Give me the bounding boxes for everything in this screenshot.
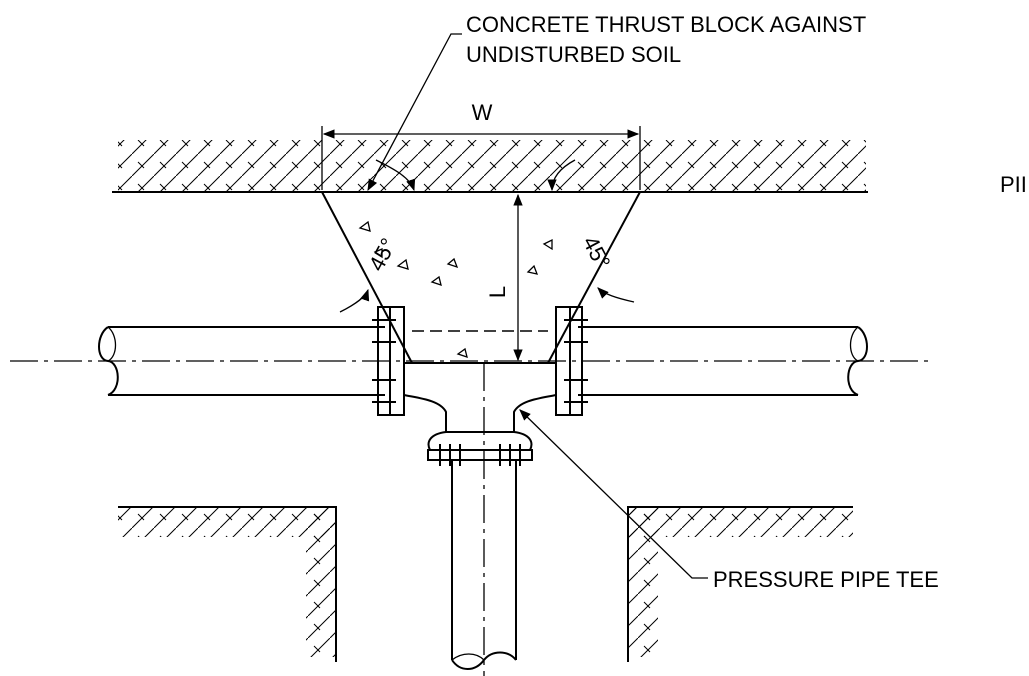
- branch-pipe: [451, 460, 517, 670]
- pressure-pipe-tee-body: [403, 362, 557, 466]
- concrete-thrust-block: [320, 191, 642, 364]
- ground-surface: [112, 140, 868, 193]
- length-dimension-label: L: [485, 286, 510, 298]
- length-dimension: L: [485, 193, 523, 362]
- trench-soil-right: [627, 506, 853, 662]
- trench-soil-left: [118, 506, 337, 662]
- width-dimension-label: W: [472, 100, 493, 125]
- cropped-right-label: PII: [1000, 172, 1027, 197]
- thrust-block-label-line2: UNDISTURBED SOIL: [466, 42, 681, 67]
- top-soil-hatch: [118, 140, 866, 192]
- angle-label-right: 45°: [578, 232, 616, 273]
- thrust-block-label-line1: CONCRETE THRUST BLOCK AGAINST: [466, 12, 866, 37]
- pressure-pipe-tee-leader: PRESSURE PIPE TEE: [519, 409, 939, 592]
- pressure-pipe-tee-label: PRESSURE PIPE TEE: [713, 567, 939, 592]
- thrust-block-leader: CONCRETE THRUST BLOCK AGAINST UNDISTURBE…: [367, 12, 866, 192]
- main-pipe: [98, 326, 868, 396]
- angle-label-left: 45°: [364, 234, 402, 275]
- width-dimension: W: [321, 100, 641, 190]
